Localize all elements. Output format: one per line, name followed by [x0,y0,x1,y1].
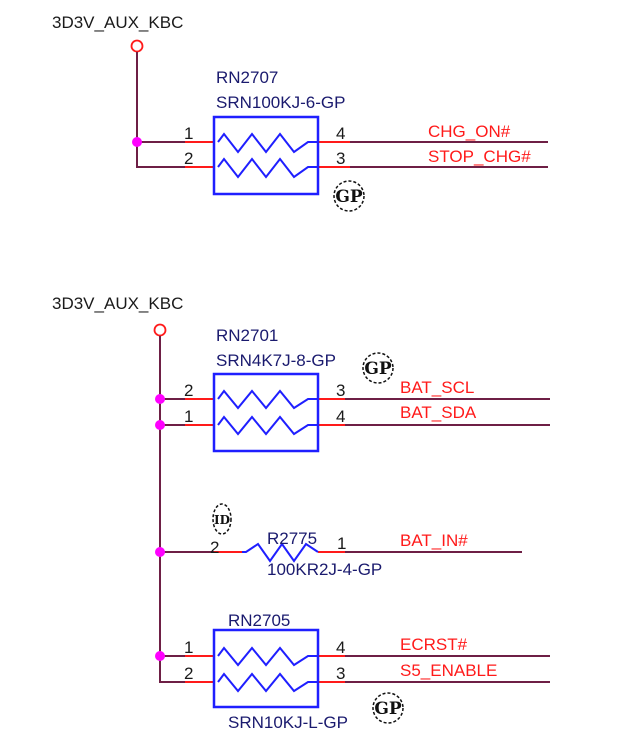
power-rail-label: 3D3V_AUX_KBC [52,13,183,32]
net-wire [345,655,550,683]
pin-number: 2 [210,538,219,557]
pin-number: 3 [336,664,345,683]
pin-leads [185,398,345,426]
net-label: BAT_SDA [400,403,477,422]
part-number: SRN4K7J-8-GP [216,351,336,370]
resistor-icon [217,389,318,410]
pin-number: 2 [184,149,193,168]
net-label: BAT_IN# [400,531,468,550]
pin-number: 2 [184,664,193,683]
pin-number: 4 [336,407,345,426]
pin-number: 1 [184,638,193,657]
junction-dot [155,547,165,557]
pin-number: 3 [336,149,345,168]
net-label: S5_ENABLE [400,661,497,680]
rn2707-block: 3D3V_AUX_KBC RN2707 SRN100KJ-6-GP 1 2 4 … [52,13,548,212]
resistor-icon [217,132,318,154]
gp-badge-icon [372,692,404,724]
resistor-network-body [212,628,320,709]
gp-badge-text: GP [364,359,392,379]
pin-number: 2 [184,381,193,400]
power-symbol-icon [153,323,167,337]
junction-dot [155,420,165,430]
part-number: SRN10KJ-L-GP [228,713,348,732]
gp-badge-icon [362,352,394,384]
id-badge-icon [212,503,232,535]
resistor-network-body [212,115,320,196]
pin-leads [185,141,350,168]
ref-designator: RN2707 [216,68,278,87]
part-number: SRN100KJ-6-GP [216,93,345,112]
resistor-icon [217,672,318,693]
net-label: BAT_SCL [400,378,474,397]
gp-badge-text: GP [374,699,402,719]
gp-badge-icon [333,180,365,212]
gp-badge-text: GP [335,187,363,207]
ref-designator: R2775 [267,529,317,548]
rn2705-block: RN2705 SRN10KJ-L-GP 1 2 4 3 ECRST# S5_EN… [155,611,550,732]
pin-number: 1 [337,534,346,553]
r2775-block: 2 1 R2775 100KR2J-4-GP BAT_IN# ID [155,503,522,579]
resistor-icon [217,646,318,667]
pin-number: 1 [184,124,193,143]
pin-number: 4 [336,638,345,657]
resistor-icon [217,415,318,436]
net-label: ECRST# [400,635,468,654]
power-symbol-icon [130,39,144,53]
power-rail-label: 3D3V_AUX_KBC [52,294,183,313]
resistor-icon [242,542,319,563]
part-number: 100KR2J-4-GP [267,560,382,579]
resistor-network-body [212,372,320,453]
net-wire [345,398,550,426]
ref-designator: RN2705 [228,611,290,630]
junction-dot [155,394,165,404]
pin-number: 4 [336,124,345,143]
junction-dot [155,651,165,661]
pin-number: 3 [336,381,345,400]
pin-number: 1 [184,407,193,426]
rail-wire [136,52,214,168]
net-wire [350,141,548,168]
resistor-icon [217,157,318,179]
net-label: CHG_ON# [428,122,511,141]
ref-designator: RN2701 [216,326,278,345]
rn2701-block: 3D3V_AUX_KBC RN2701 SRN4K7J-8-GP 2 1 3 4… [52,294,550,683]
junction-dot [132,137,142,147]
net-label: STOP_CHG# [428,147,531,166]
pin-leads [185,655,345,683]
id-badge-text: ID [214,513,230,527]
